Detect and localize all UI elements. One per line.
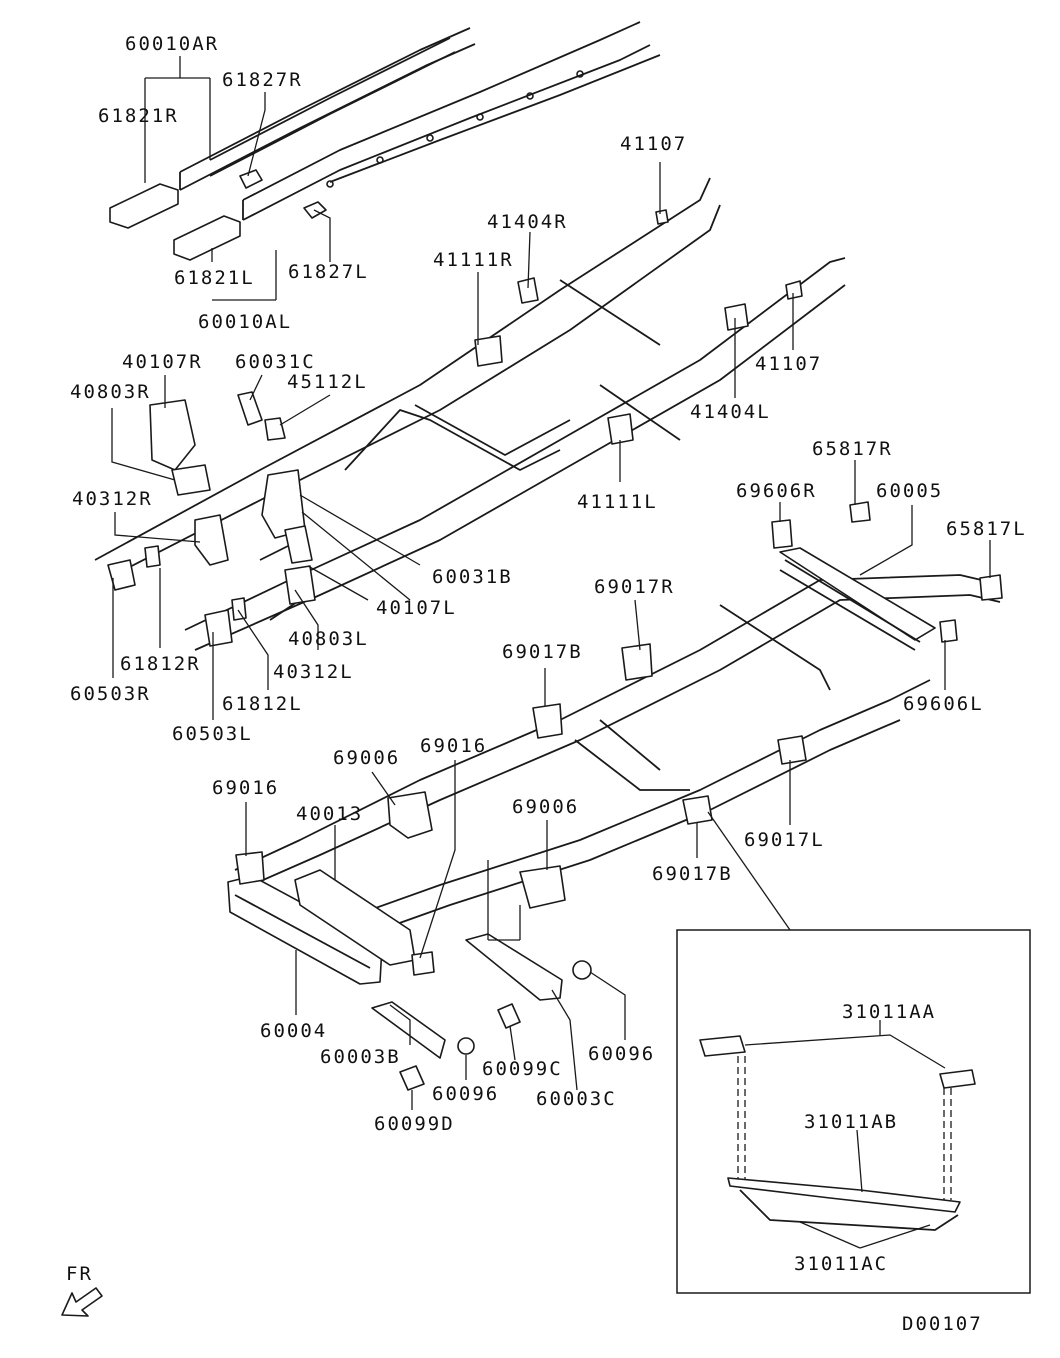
cross-member-60005 [779,547,936,651]
label-61821R: 61821R [98,105,179,127]
label-61827R: 61827R [222,69,303,91]
label-60010AL: 60010AL [198,311,292,333]
label-61812L: 61812L [222,693,303,715]
label-60010AR: 60010AR [125,33,219,55]
rail-bracket-61827R [239,169,263,189]
label-41107-right: 41107 [755,353,822,375]
label-69017L: 69017L [744,829,825,851]
label-60004: 60004 [260,1020,327,1042]
label-69016-top: 69016 [420,735,487,757]
label-69606L: 69606L [903,693,984,715]
label-31011AC: 31011AC [794,1253,888,1275]
label-69006-mid: 69006 [512,796,579,818]
label-40013: 40013 [296,803,363,825]
rail-extension-right [109,183,179,229]
label-41404R: 41404R [487,211,568,233]
label-40107L: 40107L [376,597,457,619]
label-65817R: 65817R [812,438,893,460]
mount-brackets [107,209,1003,1091]
label-61827L: 61827L [288,261,369,283]
label-40312L: 40312L [273,661,354,683]
label-41404L: 41404L [690,401,771,423]
label-60099C: 60099C [482,1058,563,1080]
label-60003C: 60003C [536,1088,617,1110]
rear-side-rail-left [242,21,661,221]
label-60503L: 60503L [172,723,253,745]
label-41107-top: 41107 [620,133,687,155]
inset-detail-box [676,929,1031,1294]
diagram-code: D00107 [902,1313,983,1335]
label-45112L: 45112L [287,371,368,393]
rail-extension-left [173,215,241,261]
label-61821L: 61821L [174,267,255,289]
label-60503R: 60503R [70,683,151,705]
label-69606R: 69606R [736,480,817,502]
label-60005: 60005 [876,480,943,502]
part-labels: 60010AR 61827R 61821R 41107 41404R 41111… [66,33,1027,1335]
label-65817L: 65817L [946,518,1027,540]
label-60003B: 60003B [320,1046,401,1068]
label-61812R: 61812R [120,653,201,675]
front-direction-arrow-icon [61,1287,103,1317]
rear-side-rail-right [179,27,476,191]
label-31011AA: 31011AA [842,1001,936,1023]
label-60096-right: 60096 [588,1043,655,1065]
label-40312R: 40312R [72,488,153,510]
label-69017B-top: 69017B [502,641,583,663]
direction-label: FR [66,1263,93,1285]
label-41111R: 41111R [433,249,514,271]
label-40803L: 40803L [288,628,369,650]
label-60031B: 60031B [432,566,513,588]
label-69006-top: 69006 [333,747,400,769]
label-40107R: 40107R [122,351,203,373]
label-69017R: 69017R [594,576,675,598]
label-41111L: 41111L [577,491,658,513]
label-69016-left: 69016 [212,777,279,799]
leader-lines [111,56,991,1110]
label-40803R: 40803R [70,381,151,403]
label-31011AB: 31011AB [804,1111,898,1133]
label-69017B-bottom: 69017B [652,863,733,885]
label-60031C: 60031C [235,351,316,373]
label-60096-left: 60096 [432,1083,499,1105]
label-60099D: 60099D [374,1113,455,1135]
